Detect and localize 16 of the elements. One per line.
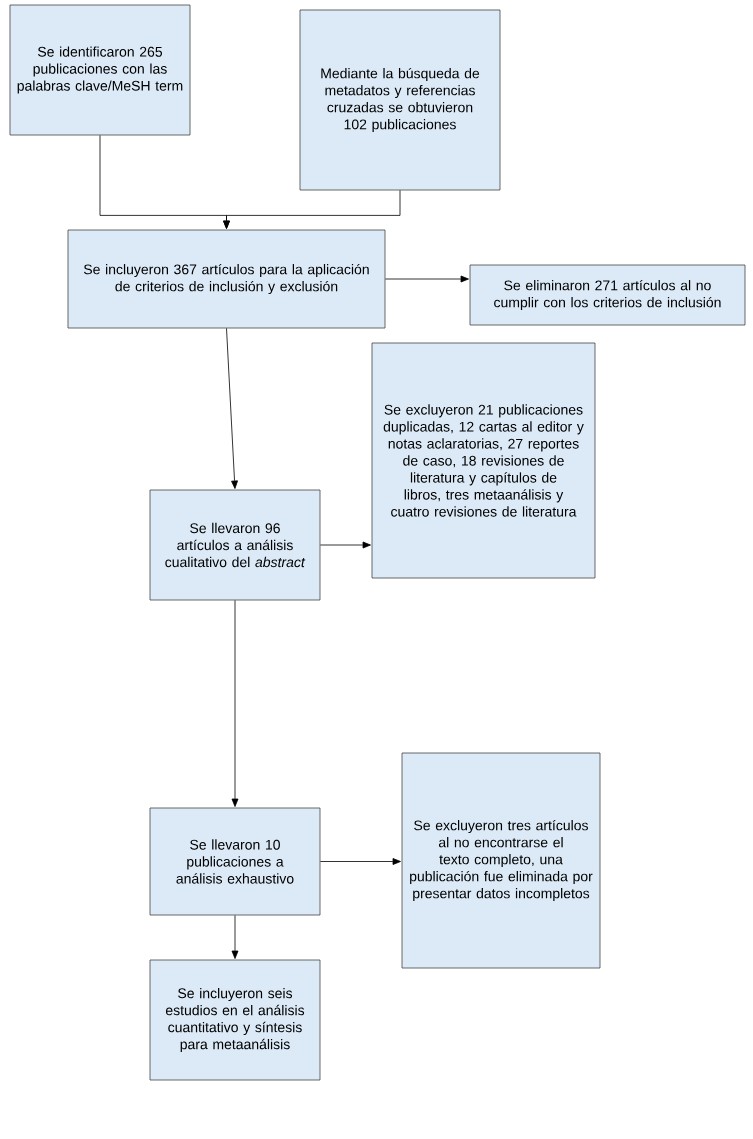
arrow xyxy=(231,915,239,959)
arrow xyxy=(226,328,238,489)
process-box: Se excluyeron 21 publicaciones duplicadas, 12 cartas al editor y notas aclaratorias, 27 reportes de caso, 18 revisiones de literatura y capítulos de libros, tres metaanálisis y cuatro revisiones de literatura xyxy=(371,342,596,579)
arrow xyxy=(231,600,239,807)
process-box: Se excluyeron tres artículos al no encontrarse el texto completo, una publicación fue eliminada por presentar datos incompletos xyxy=(401,752,601,969)
arrow xyxy=(223,190,401,229)
process-box: Se llevaron 10 publicaciones a análisis exhaustivo xyxy=(149,807,321,916)
arrow xyxy=(385,275,469,283)
process-box: Se incluyeron seis estudios en el análisis cuantitativo y síntesis para metaanálisis xyxy=(149,959,321,1081)
arrow xyxy=(320,858,401,865)
process-box: Se llevaron 96 artículos a análisis cualitativo del abstract xyxy=(149,489,321,601)
arrow xyxy=(320,541,371,549)
process-box: Mediante la búsqueda de metadatos y referencias cruzadas se obtuvieron 102 publicaciones xyxy=(299,9,501,191)
process-box: Se incluyeron 367 artículos para la aplicación de criterios de inclusión y exclusión xyxy=(67,229,386,329)
process-box: Se eliminaron 271 artículos al no cumplir con los criterios de inclusión xyxy=(469,264,746,326)
process-box: Se identificaron 265 publicaciones con las palabras clave/MeSH term xyxy=(9,4,191,136)
